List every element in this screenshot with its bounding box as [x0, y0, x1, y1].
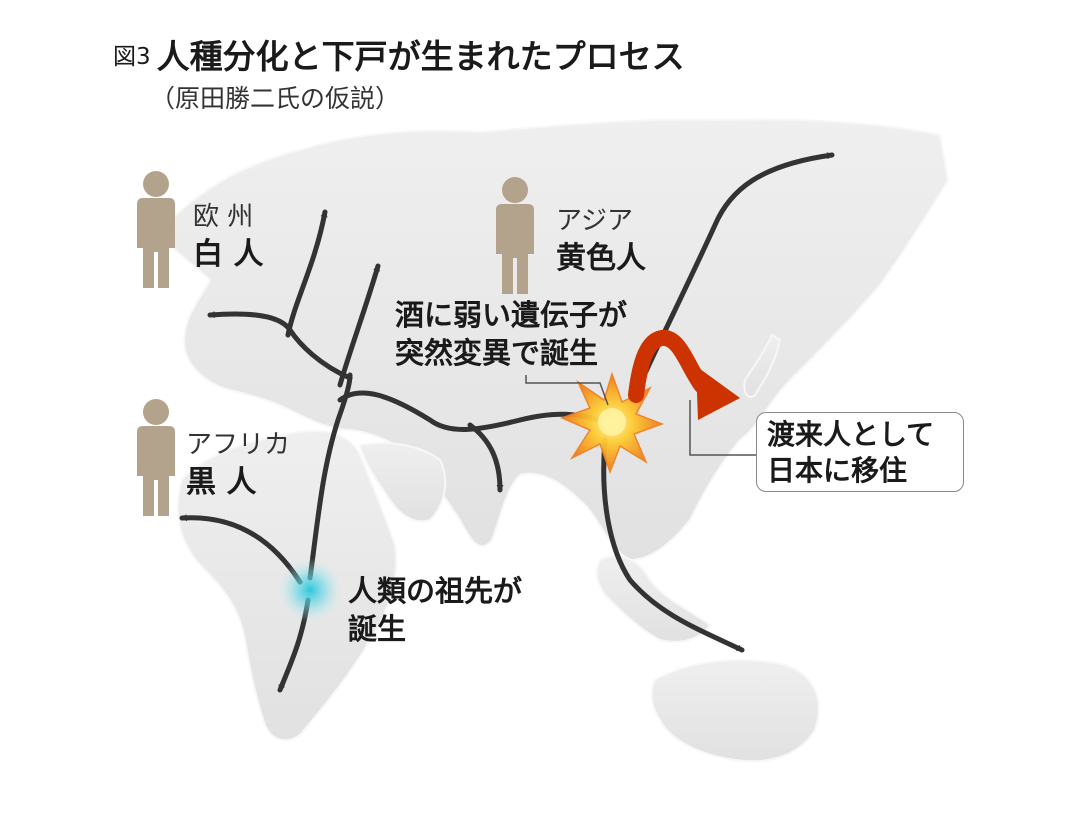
route-europe-north — [285, 209, 328, 338]
route-europe-east — [337, 263, 381, 388]
asia-label: アジア 黄色人 — [556, 205, 646, 278]
europe-label: 欧 州 白 人 — [193, 201, 263, 274]
route-trunk — [307, 372, 353, 581]
mutation-callout: 酒に弱い遺伝子が 突然変異で誕生 — [395, 297, 627, 372]
person-icon — [137, 399, 175, 516]
landmass-eurasia — [158, 118, 950, 562]
subtitle: （原田勝二氏の仮説） — [150, 84, 401, 113]
title-text: 人種分化と下戸が生まれたプロセス — [156, 37, 685, 76]
japan-leader-line — [689, 400, 756, 456]
callout-line: 突然変異で誕生 — [395, 335, 599, 370]
route-india — [467, 422, 504, 493]
race-name: 黄色人 — [556, 240, 646, 276]
callout-line: 渡来人として — [767, 418, 935, 451]
race-name: 白 人 — [193, 236, 264, 272]
region-name: 欧 州 — [193, 202, 254, 232]
region-name: アフリカ — [186, 430, 291, 460]
route-to-asia — [337, 390, 603, 432]
person-icon — [137, 171, 175, 288]
landmass-arabia — [358, 442, 447, 523]
landmass-japan — [743, 333, 782, 398]
callout-line: 日本に移住 — [767, 454, 908, 488]
race-name: 黒 人 — [186, 464, 257, 500]
africa-label: アフリカ 黒 人 — [186, 429, 290, 502]
leader-lines — [525, 375, 756, 456]
landmass-australia — [650, 659, 820, 763]
migration-arrow-icon — [628, 330, 740, 420]
callout-line: 酒に弱い遺伝子が — [395, 298, 628, 332]
region-name: アジア — [556, 206, 633, 236]
ancestor-callout: 人類の祖先が 誕生 — [348, 573, 522, 648]
callout-line: 人類の祖先が — [348, 574, 523, 608]
origin-glow-icon — [278, 558, 342, 622]
person-icon — [496, 177, 534, 294]
mutation-leader-line — [525, 375, 609, 406]
route-australia — [601, 437, 745, 653]
callout-line: 誕生 — [348, 611, 407, 646]
japan-callout-box: 渡来人として 日本に移住 — [756, 412, 964, 492]
figure-number: 図3 — [113, 44, 151, 70]
